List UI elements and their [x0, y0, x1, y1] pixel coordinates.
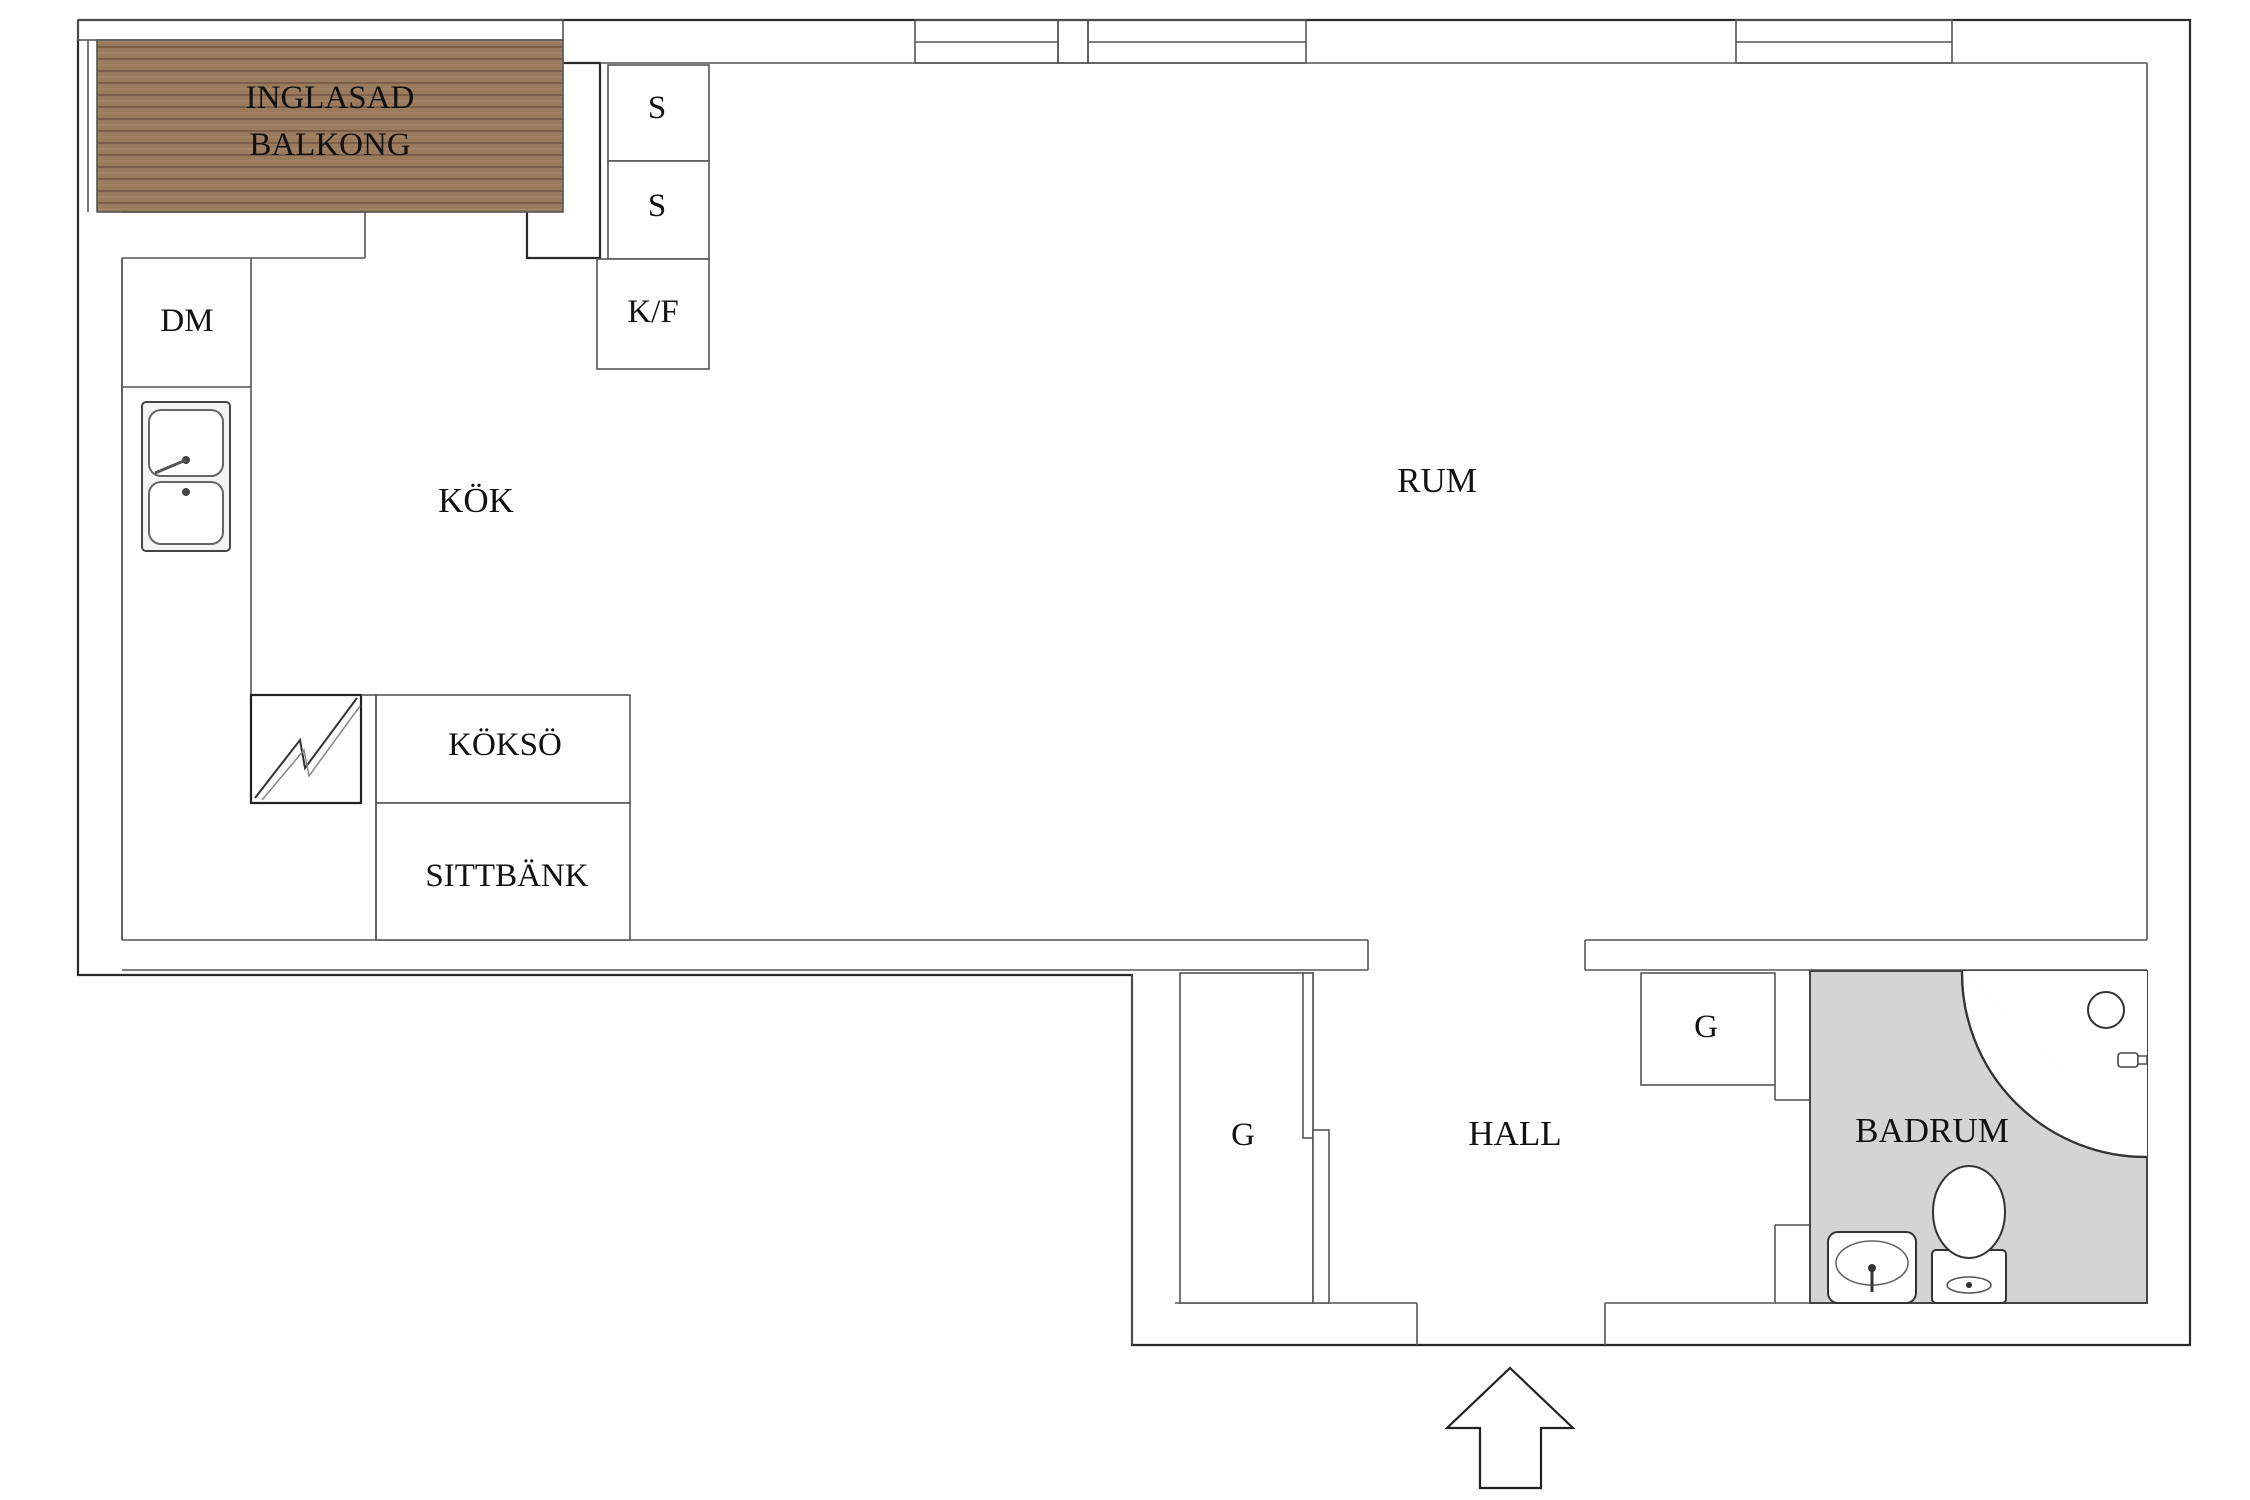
balcony-label-line2: BALKONG — [249, 127, 410, 163]
toilet-icon — [1931, 1165, 2007, 1304]
hall-label: HALL — [1468, 1114, 1561, 1153]
hall-area: G G HALL — [1131, 970, 2148, 1345]
bench-label: SITTBÄNK — [425, 858, 588, 894]
kitchen-counter: DM — [121, 258, 252, 940]
storage-column: S S K/F — [596, 64, 710, 370]
storage-label-2: S — [648, 188, 666, 224]
stove-icon — [249, 693, 363, 805]
kitchen-island-group: KÖKSÖ SITTBÄNK — [249, 693, 631, 941]
shower-head-icon — [2117, 1052, 2148, 1068]
small-wardrobe-label: G — [1694, 1009, 1718, 1045]
bathroom-label: BADRUM — [1855, 1111, 2009, 1150]
washbasin-icon — [1827, 1231, 1917, 1304]
hall-wardrobe-label: G — [1231, 1117, 1255, 1153]
kitchen-island-label: KÖKSÖ — [448, 727, 562, 763]
bathroom: BADRUM — [1809, 970, 2148, 1304]
fridge-freezer-label: K/F — [627, 294, 678, 330]
balcony: INGLASAD BALKONG — [87, 39, 564, 213]
dishwasher-label: DM — [160, 303, 213, 339]
storage-label-1: S — [648, 90, 666, 126]
sink-icon — [141, 401, 231, 552]
shower-drain-icon — [2087, 991, 2125, 1029]
balcony-label-line1: INGLASAD — [246, 80, 415, 116]
entrance-arrow-icon — [1444, 1366, 1576, 1490]
kitchen-label: KÖK — [438, 481, 514, 520]
room-label: RUM — [1397, 461, 1477, 500]
